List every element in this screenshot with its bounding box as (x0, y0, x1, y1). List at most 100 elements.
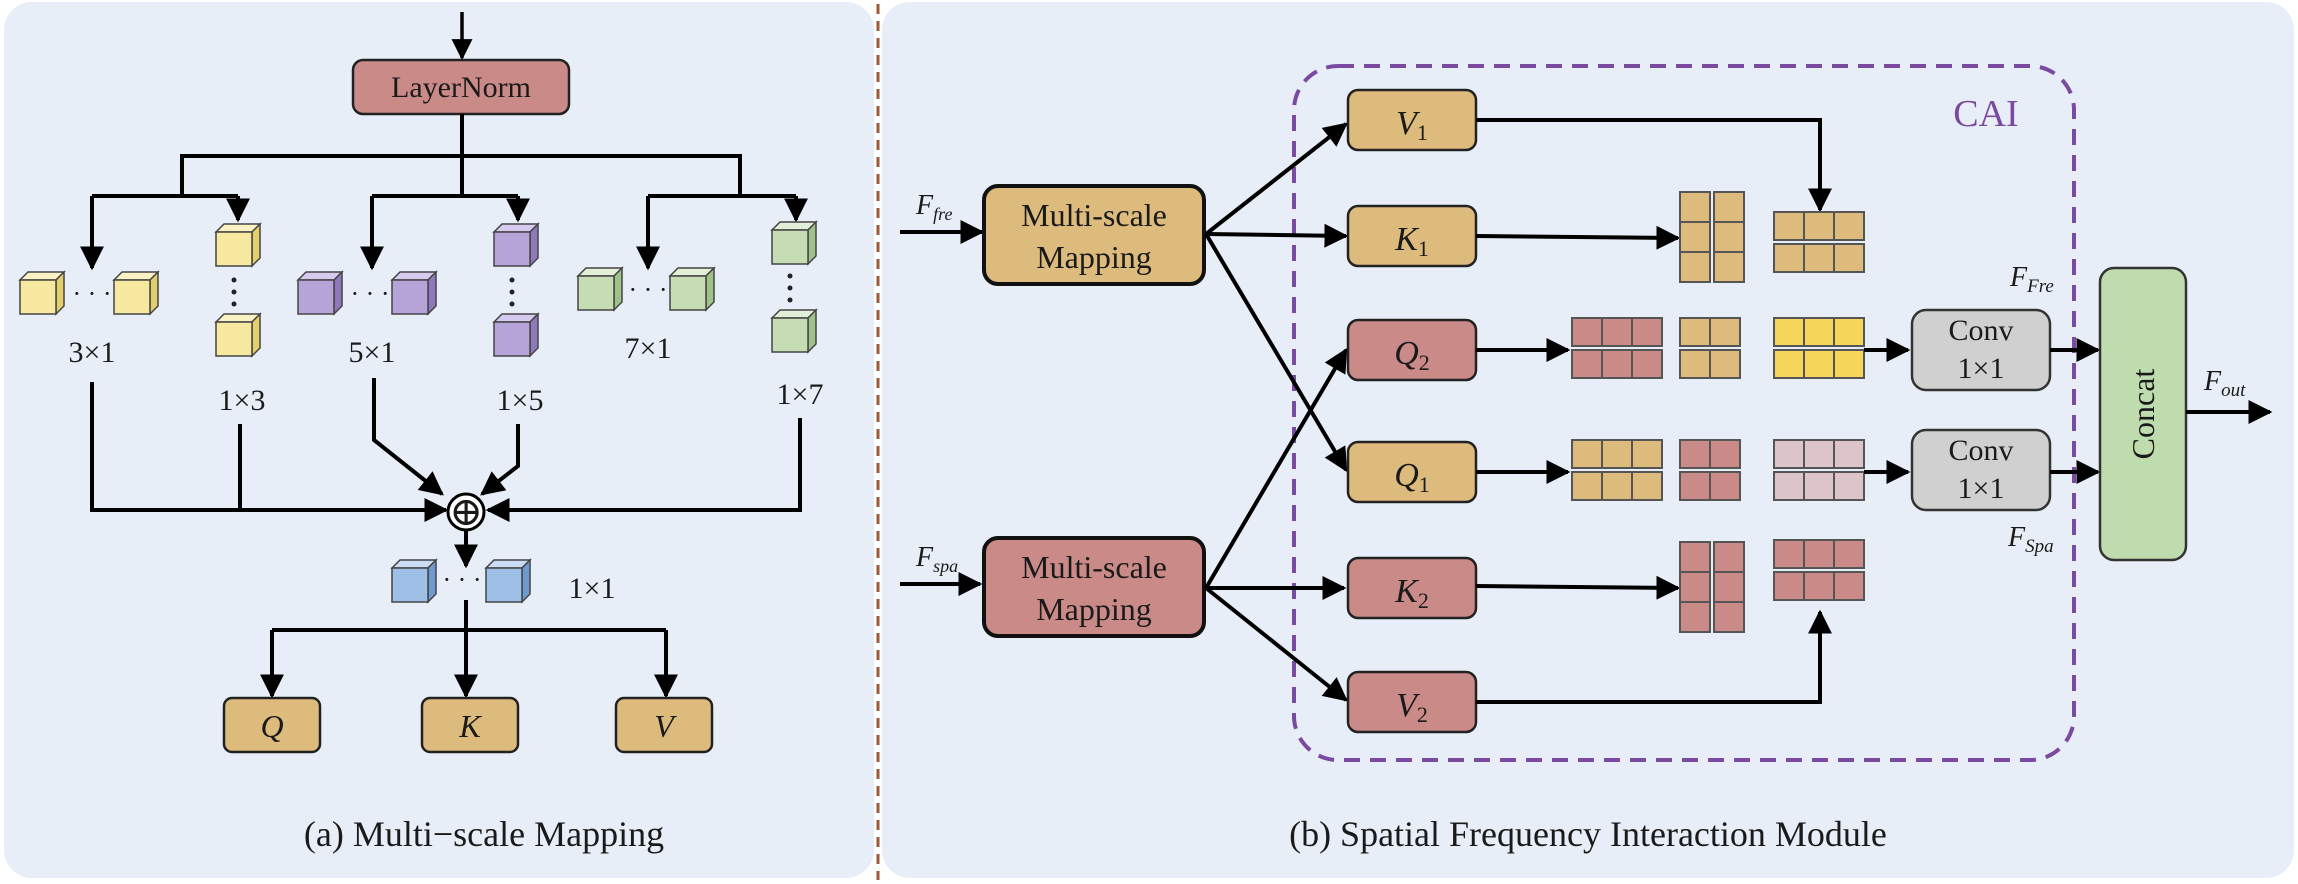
grid-v2-cell (1773, 571, 1805, 601)
grid-v1-cell (1773, 243, 1805, 273)
node-v1: V1 (1346, 88, 1478, 152)
kernel-3x1-cubes: · · · (19, 271, 159, 315)
ffre-label: FFre (2009, 262, 2054, 297)
grid-k1-small-cell (1679, 317, 1711, 347)
panel-b: CAI Ffre Fspa Multi-scale Mapping Multi-… (900, 64, 2273, 854)
kernel-5x1-cubes: · · · (297, 271, 437, 315)
kernel-label-1x7: 1×7 (777, 378, 824, 411)
node-q1: Q1 (1346, 440, 1478, 504)
grid-attn-top-cell (1833, 349, 1865, 379)
svg-text:K2: K2 (1394, 573, 1429, 613)
grid-q1-cell (1631, 471, 1663, 501)
grid-k2-transpose-cell (1713, 571, 1745, 603)
kernel-7x1-cubes: · · · (577, 267, 715, 311)
grid-k2-small-cell (1709, 439, 1741, 469)
grid-v2 (1773, 539, 1865, 601)
svg-text:· · ·: · · · (629, 275, 668, 304)
panel-a: LayerNorm · · · · · · (19, 12, 824, 854)
k-box (420, 696, 520, 754)
msm-bottom-line1: Multi-scale (1021, 549, 1167, 585)
grid-v1-cell (1803, 243, 1835, 273)
conv-top-line1: Conv (1948, 314, 2013, 347)
grid-q2-cell (1601, 317, 1633, 347)
grid-attn-bottom-cell (1833, 439, 1865, 469)
grid-v1-cell (1833, 211, 1865, 241)
grid-v1-cell (1773, 211, 1805, 241)
svg-text:K1: K1 (1394, 221, 1429, 261)
grid-k2-transpose-cell (1713, 601, 1745, 633)
svg-text:· · ·: · · · (443, 565, 482, 594)
msm-top-line2: Mapping (1036, 239, 1152, 275)
v-box (614, 696, 714, 754)
sum-symbol: ⊕ (449, 489, 483, 534)
node-k2: K2 (1346, 556, 1478, 620)
grid-q2-cell (1631, 317, 1663, 347)
conv-top-line2: 1×1 (1958, 352, 2005, 385)
grid-q2-cell (1631, 349, 1663, 379)
matrix-grids (1571, 191, 1865, 633)
msm-top-line1: Multi-scale (1021, 197, 1167, 233)
fspa-label: FSpa (2007, 522, 2054, 557)
grid-attn-bottom-cell (1803, 471, 1835, 501)
grid-attn-top-cell (1833, 317, 1865, 347)
v1-flow (1476, 118, 1832, 213)
grid-q2-cell (1571, 349, 1603, 379)
grid-attn-bottom-cell (1803, 439, 1835, 469)
input-spa-label: Fspa (915, 542, 958, 576)
grid-attn-top (1773, 317, 1865, 379)
grid-v2-cell (1833, 539, 1865, 569)
svg-text:· · ·: · · · (351, 279, 390, 308)
q-label: Q (260, 708, 283, 744)
cai-label: CAI (1953, 93, 2018, 135)
grid-q2-cell (1571, 317, 1603, 347)
grid-attn-bottom-cell (1773, 439, 1805, 469)
svg-text:Q1: Q1 (1394, 457, 1430, 497)
grid-q1-cell (1601, 439, 1633, 469)
grid-k2-transpose-cell (1679, 571, 1711, 603)
grid-v2-cell (1803, 571, 1835, 601)
k1-flow (1475, 225, 1681, 250)
node-q2: Q2 (1346, 318, 1478, 382)
grid-k2-transpose-cell (1679, 601, 1711, 633)
k2-flow (1475, 575, 1681, 600)
grid-k1-transpose-cell (1713, 251, 1745, 283)
grid-v2-cell (1773, 539, 1805, 569)
output-label: Fout (2203, 366, 2246, 401)
msm-bottom-line2: Mapping (1036, 591, 1152, 627)
grid-k1-transpose-cell (1713, 191, 1745, 223)
panel-b-caption: (b) Spatial Frequency Interaction Module (1289, 814, 1887, 854)
grid-k1-small-cell (1709, 317, 1741, 347)
svg-text:V2: V2 (1396, 687, 1428, 727)
grid-q1-cell (1571, 439, 1603, 469)
node-v2: V2 (1346, 670, 1478, 734)
grid-k1-transpose-cell (1679, 251, 1711, 283)
pointwise-cubes: · · · (391, 559, 531, 603)
grid-q1-cell (1571, 471, 1603, 501)
grid-q1 (1571, 439, 1663, 501)
kernel-1x5-cubes (493, 223, 539, 357)
grid-k2-transpose (1679, 541, 1745, 633)
grid-v2-cell (1803, 539, 1835, 569)
grid-k1-transpose-cell (1713, 221, 1745, 253)
concat-label: Concat (2125, 369, 2161, 460)
grid-attn-top-cell (1773, 349, 1805, 379)
grid-k1-small-cell (1679, 349, 1711, 379)
fanout-arrows (1204, 122, 1349, 702)
pointwise-label: 1×1 (569, 572, 616, 605)
grid-q2-cell (1601, 349, 1633, 379)
grid-k1-small-cell (1709, 349, 1741, 379)
conv-bottom-line2: 1×1 (1958, 472, 2005, 505)
svg-text:Q2: Q2 (1394, 335, 1430, 375)
grid-attn-bottom (1773, 439, 1865, 501)
merge-lines (90, 378, 802, 522)
grid-v1-cell (1803, 211, 1835, 241)
grid-k2-transpose-cell (1713, 541, 1745, 573)
grid-k1-small (1679, 317, 1741, 379)
grid-attn-bottom-cell (1833, 471, 1865, 501)
kernel-label-3x1: 3×1 (69, 336, 116, 369)
cai-box (1292, 64, 2076, 762)
q-box (222, 696, 322, 754)
conv-bottom-line1: Conv (1948, 434, 2013, 467)
